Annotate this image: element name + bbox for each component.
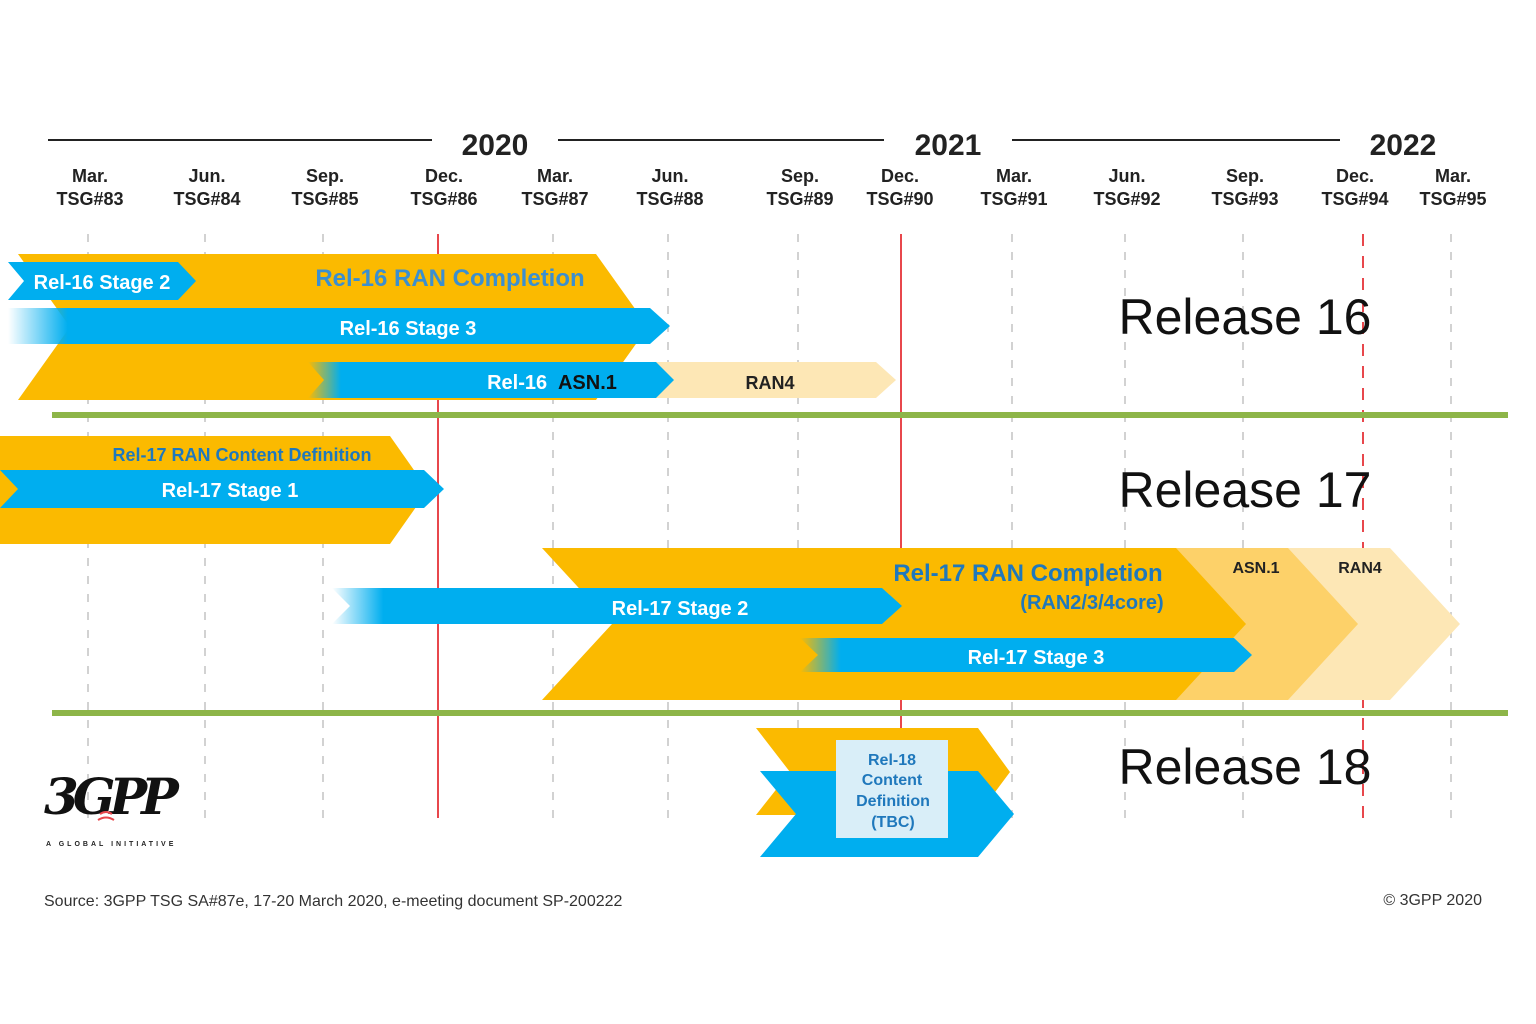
milestone-month-label: Jun. (1108, 166, 1145, 186)
milestone-month-label: Sep. (306, 166, 344, 186)
rel17-ran-completion-sublabel: (RAN2/3/4core) (1020, 592, 1163, 614)
rel17-ran-completion-label: Rel-17 RAN Completion (893, 560, 1162, 587)
rel18-label-line1: Rel-18 (868, 752, 916, 769)
milestone-month-label: Sep. (1226, 166, 1264, 186)
copyright-note: © 3GPP 2020 (1383, 892, 1482, 909)
milestone-month-label: Mar. (1435, 166, 1471, 186)
rel16-stage3-label: Rel-16 Stage 3 (340, 318, 477, 340)
rel18-content-definition-box (836, 740, 948, 838)
milestone-tsg-label: TSG#88 (636, 189, 703, 209)
rel17-stage1-label: Rel-17 Stage 1 (162, 480, 299, 502)
year-label-2022: 2022 (1370, 129, 1437, 162)
rel17-ran4-bar (1284, 548, 1460, 700)
year-label-2020: 2020 (462, 129, 529, 162)
release-18-group: Rel-18 Content Definition (TBC) Release … (756, 728, 1371, 857)
milestone-month-label: Jun. (651, 166, 688, 186)
release-16-title: Release 16 (1119, 289, 1372, 345)
rel17-stage3-label: Rel-17 Stage 3 (968, 647, 1105, 669)
milestone-month-label: Mar. (996, 166, 1032, 186)
logo-signal-icon (97, 811, 115, 821)
rel18-label-line2: Content (862, 772, 923, 789)
rel17-content-definition-label: Rel-17 RAN Content Definition (113, 445, 372, 465)
logo-mark: 3GPP (44, 767, 180, 826)
rel16-ran4-label: RAN4 (745, 373, 794, 393)
milestone-tsg-label: TSG#89 (766, 189, 833, 209)
milestone-labels: Mar. TSG#83 Jun. TSG#84 Sep. TSG#85 Dec. TSG#86… (56, 166, 1486, 209)
rel16-asn1-bar (308, 362, 674, 398)
milestone-tsg-label: TSG#95 (1419, 189, 1486, 209)
rel16-stage3-bar (8, 308, 670, 344)
rel17-asn1-label: ASN.1 (1232, 560, 1279, 577)
release-17-title: Release 17 (1119, 462, 1372, 518)
release-18-title: Release 18 (1119, 739, 1372, 795)
rel16-asn1-prefix: Rel-16 (487, 372, 547, 394)
year-label-2021: 2021 (915, 129, 982, 162)
milestone-month-label: Sep. (781, 166, 819, 186)
rel16-ran-completion-label: Rel-16 RAN Completion (315, 265, 584, 292)
rel17-stage1-bar (0, 470, 444, 508)
milestone-month-label: Mar. (72, 166, 108, 186)
year-header: 2020 2021 2022 (48, 129, 1436, 162)
milestone-month-label: Dec. (1336, 166, 1374, 186)
milestone-month-label: Dec. (425, 166, 463, 186)
milestone-month-label: Mar. (537, 166, 573, 186)
milestone-tsg-label: TSG#90 (866, 189, 933, 209)
release-16-group: Rel-16 RAN Completion Rel-16 Stage 2 Rel… (8, 254, 1371, 400)
milestone-month-label: Dec. (881, 166, 919, 186)
rel16-stage2-label: Rel-16 Stage 2 (34, 272, 171, 294)
milestone-tsg-label: TSG#85 (291, 189, 358, 209)
rel16-asn1-label: Rel-16 ASN.1 (487, 372, 617, 394)
milestone-tsg-label: TSG#84 (173, 189, 240, 209)
milestone-tsg-label: TSG#92 (1093, 189, 1160, 209)
source-note: Source: 3GPP TSG SA#87e, 17-20 March 202… (44, 893, 623, 910)
milestone-tsg-label: TSG#87 (521, 189, 588, 209)
rel17-stage3-bar (800, 638, 1252, 672)
milestone-tsg-label: TSG#83 (56, 189, 123, 209)
rel18-label-line3: Definition (856, 793, 930, 810)
milestone-tsg-label: TSG#93 (1211, 189, 1278, 209)
milestone-month-label: Jun. (188, 166, 225, 186)
milestone-tsg-label: TSG#91 (980, 189, 1047, 209)
rel18-label-line4: (TBC) (871, 814, 915, 831)
rel16-ran4-bar (640, 362, 896, 398)
milestone-tsg-label: TSG#94 (1321, 189, 1388, 209)
3gpp-logo: 3GPP A GLOBAL INITIATIVE (44, 767, 186, 848)
rel16-stage2-bar (8, 262, 196, 300)
milestone-tsg-label: TSG#86 (410, 189, 477, 209)
rel17-stage2-label: Rel-17 Stage 2 (612, 598, 749, 620)
logo-tagline: A GLOBAL INITIATIVE (46, 841, 176, 848)
rel17-ran4-label: RAN4 (1338, 560, 1382, 577)
rel17-stage2-bar (332, 588, 902, 624)
rel16-asn1-suffix: ASN.1 (558, 372, 617, 394)
release-17-group: Rel-17 RAN Content Definition Rel-17 Sta… (0, 436, 1460, 700)
